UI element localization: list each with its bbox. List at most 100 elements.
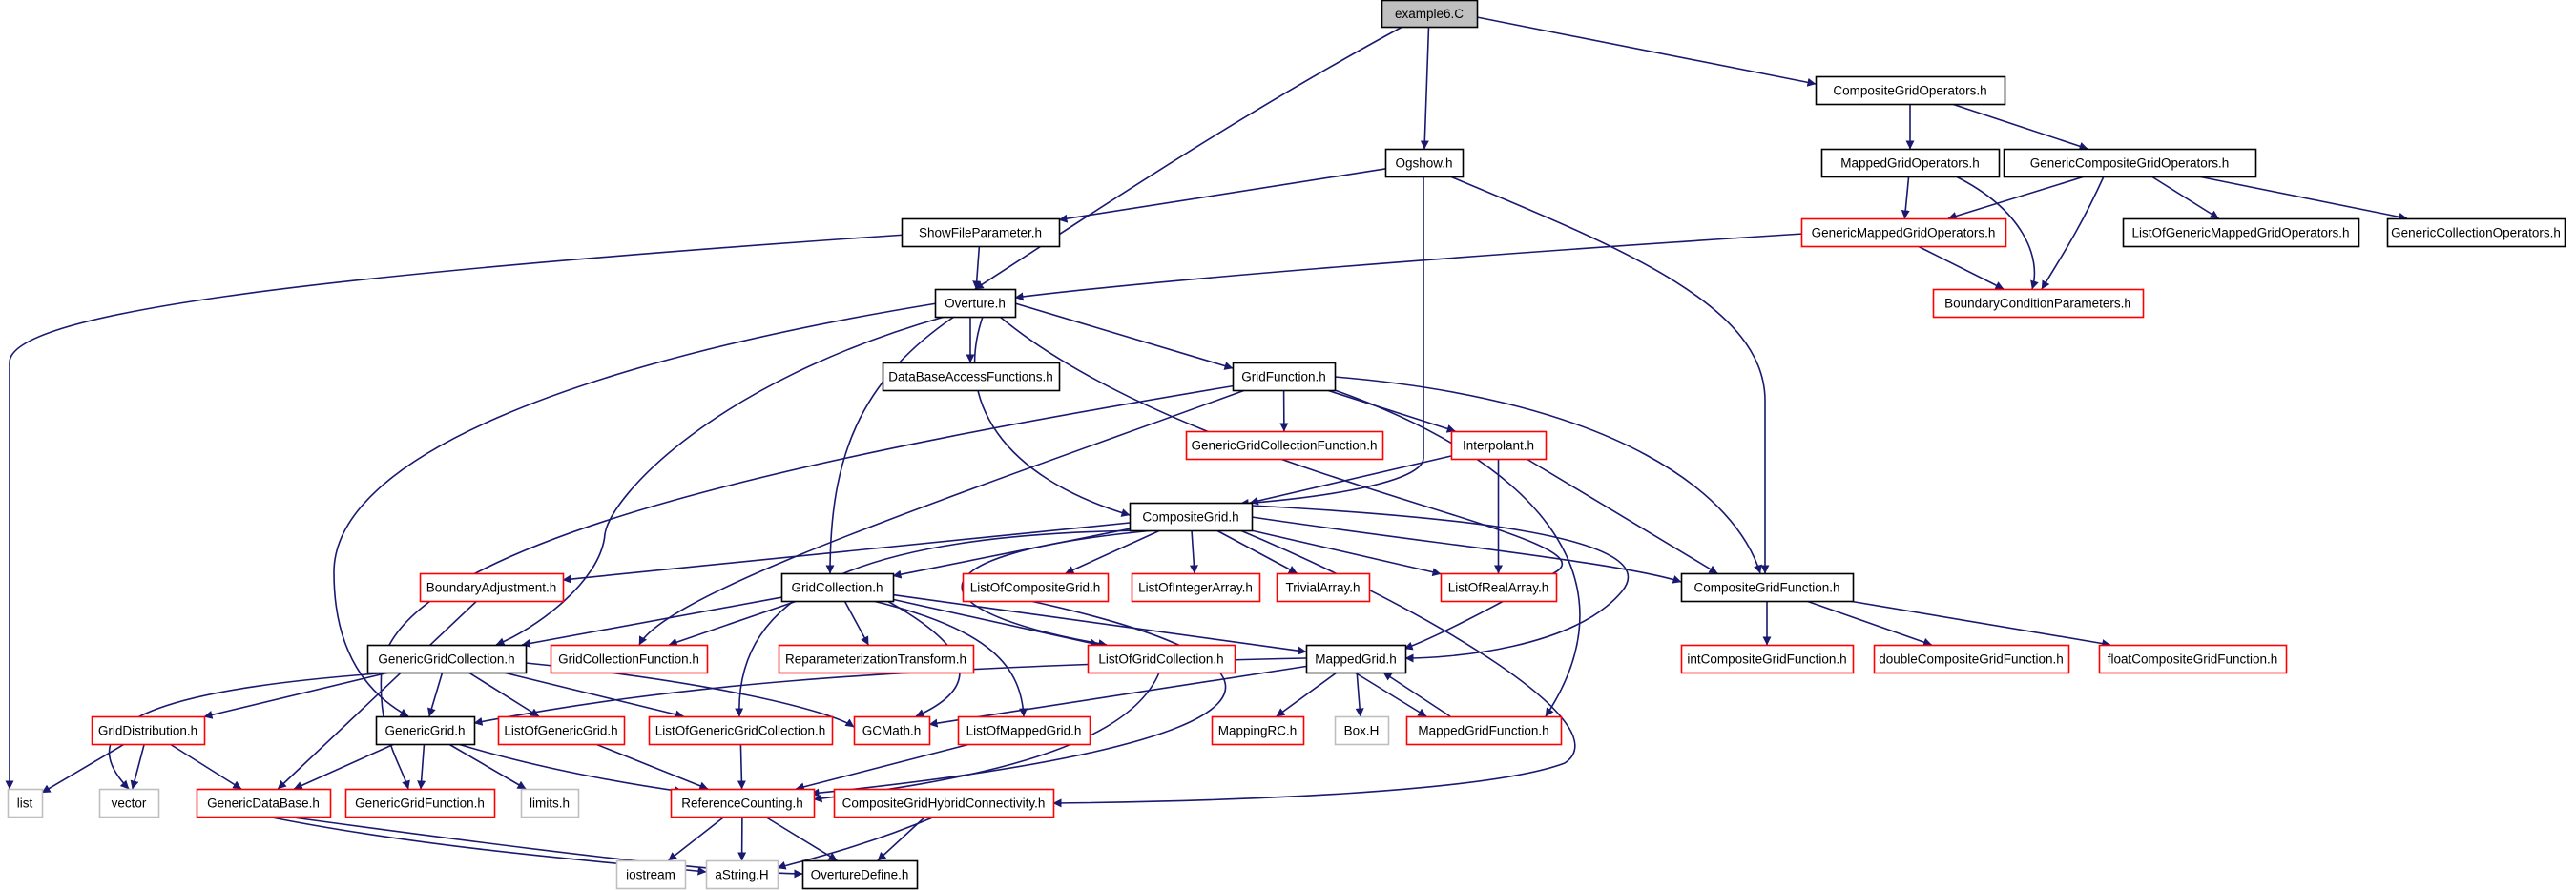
edge-composite-grid-operators-to-generic-composite-grid-operators <box>1951 103 2088 151</box>
edge-line <box>130 743 145 790</box>
edge-mapped-grid-to-mapping-rc <box>1276 672 1338 717</box>
edge-mapped-grid-operators-to-boundary-condition-parameters <box>1955 176 2039 290</box>
edge-show-file-parameter-to-overture <box>972 245 982 290</box>
node-double-composite-grid-function[interactable]: doubleCompositeGridFunction.h <box>1873 644 2070 674</box>
node-list[interactable]: list <box>7 788 44 818</box>
node-list-of-real-array[interactable]: ListOfRealArray.h <box>1440 572 1558 603</box>
node-box <box>1820 148 2001 178</box>
node-list-of-composite-grid[interactable]: ListOfCompositeGrid.h <box>962 572 1110 603</box>
edge-line <box>825 316 955 574</box>
node-interpolant[interactable]: Interpolant.h <box>1450 430 1548 461</box>
node-boundary-condition-parameters[interactable]: BoundaryConditionParameters.h <box>1932 288 2145 319</box>
node-generic-composite-grid-operators[interactable]: GenericCompositeGridOperators.h <box>2003 148 2257 178</box>
node-composite-grid-hybrid-connectivity[interactable]: CompositeGridHybridConnectivity.h <box>833 788 1055 818</box>
node-list-of-generic-grid[interactable]: ListOfGenericGrid.h <box>497 715 626 746</box>
node-label: GenericCollectionOperators.h <box>2391 226 2561 240</box>
node-label: BoundaryConditionParameters.h <box>1944 297 2131 311</box>
node-ogshow[interactable]: Ogshow.h <box>1384 148 1465 178</box>
edge-line <box>1189 529 1198 574</box>
node-grid-collection[interactable]: GridCollection.h <box>780 572 895 603</box>
node-mapped-grid[interactable]: MappedGrid.h <box>1305 644 1407 674</box>
node-list-of-generic-mapped-grid-operators[interactable]: ListOfGenericMappedGridOperators.h <box>2122 217 2360 248</box>
node-generic-grid-function[interactable]: GenericGridFunction.h <box>344 788 496 818</box>
node-trivial-array[interactable]: TrivialArray.h <box>1276 572 1371 603</box>
node-list-of-integer-array[interactable]: ListOfIntegerArray.h <box>1131 572 1261 603</box>
node-label: TrivialArray.h <box>1285 581 1360 595</box>
node-overture-define[interactable]: OvertureDefine.h <box>801 859 919 890</box>
node-label: ShowFileParameter.h <box>919 226 1042 240</box>
node-limits[interactable]: limits.h <box>520 788 580 818</box>
node-generic-data-base[interactable]: GenericDataBase.h <box>196 788 332 818</box>
node-gcmath[interactable]: GCMath.h <box>853 715 931 746</box>
node-mapping-rc[interactable]: MappingRC.h <box>1211 715 1305 746</box>
edge-line <box>928 665 1307 728</box>
edge-line <box>1058 168 1386 223</box>
edge-line <box>457 743 684 796</box>
edge-line <box>974 26 1403 290</box>
edge-line <box>5 234 907 790</box>
edge-overture-to-mapped-grid <box>999 316 1564 651</box>
node-box <box>1800 217 2007 248</box>
node-float-composite-grid-function[interactable]: floatCompositeGridFunction.h <box>2098 644 2288 674</box>
edge-generic-grid-collection-to-list-of-generic-grid-collection <box>503 672 684 719</box>
node-data-base-access-functions[interactable]: DataBaseAccessFunctions.h <box>882 362 1061 392</box>
node-generic-grid-collection-function[interactable]: GenericGridCollectionFunction.h <box>1185 430 1384 461</box>
node-box <box>1334 715 1390 746</box>
node-composite-grid-function[interactable]: CompositeGridFunction.h <box>1680 572 1855 603</box>
node-show-file-parameter[interactable]: ShowFileParameter.h <box>901 217 1061 248</box>
node-reference-counting[interactable]: ReferenceCounting.h <box>670 788 816 818</box>
edge-generic-grid-collection-to-list-of-generic-grid <box>467 672 540 717</box>
node-composite-grid-operators[interactable]: CompositeGridOperators.h <box>1815 75 2006 106</box>
node-boundary-adjustment[interactable]: BoundaryAdjustment.h <box>419 572 565 603</box>
edge-line <box>1276 672 1338 717</box>
edge-composite-grid-to-composite-grid-hybrid-connectivity <box>1052 529 1576 808</box>
edge-line <box>999 316 1564 651</box>
node-grid-collection-function[interactable]: GridCollectionFunction.h <box>550 644 709 674</box>
node-a-string-h[interactable]: aString.H <box>705 859 779 890</box>
node-label: GenericMappedGridOperators.h <box>1812 226 1996 240</box>
edge-line <box>737 743 746 790</box>
node-overture[interactable]: Overture.h <box>934 288 1017 319</box>
node-box <box>901 217 1061 248</box>
node-box <box>196 788 332 818</box>
node-label: example6.C <box>1395 7 1464 21</box>
node-box <box>2003 148 2257 178</box>
edge-line <box>1947 176 2086 220</box>
node-box <box>375 715 476 746</box>
node-box <box>957 715 1091 746</box>
node-grid-function[interactable]: GridFunction.h <box>1232 362 1337 392</box>
edge-line <box>1065 529 1161 574</box>
node-list-of-mapped-grid[interactable]: ListOfMappedGrid.h <box>957 715 1091 746</box>
node-generic-mapped-grid-operators[interactable]: GenericMappedGridOperators.h <box>1800 217 2007 248</box>
node-int-composite-grid-function[interactable]: intCompositeGridFunction.h <box>1680 644 1855 674</box>
node-label: CompositeGrid.h <box>1142 510 1238 525</box>
node-iostream[interactable]: iostream <box>615 859 687 890</box>
node-reparameterization-transform[interactable]: ReparameterizationTransform.h <box>778 644 975 674</box>
edge-overture-to-grid-function <box>1014 302 1234 370</box>
node-label: ReferenceCounting.h <box>681 797 803 811</box>
node-list-of-grid-collection[interactable]: ListOfGridCollection.h <box>1087 644 1236 674</box>
edge-reference-counting-to-iostream <box>668 816 725 861</box>
node-generic-collection-operators[interactable]: GenericCollectionOperators.h <box>2386 217 2566 248</box>
node-list-of-generic-grid-collection[interactable]: ListOfGenericGridCollection.h <box>648 715 834 746</box>
edge-line <box>427 672 444 717</box>
node-label: iostream <box>626 868 675 882</box>
node-box-h[interactable]: Box.H <box>1334 715 1390 746</box>
node-generic-grid-collection[interactable]: GenericGridCollection.h <box>366 644 528 674</box>
node-label: ListOfIntegerArray.h <box>1138 581 1253 595</box>
node-example6[interactable]: example6.C <box>1381 0 1479 29</box>
node-generic-grid[interactable]: GenericGrid.h <box>375 715 476 746</box>
node-composite-grid[interactable]: CompositeGrid.h <box>1129 502 1254 532</box>
edge-line <box>872 600 1028 717</box>
node-box <box>497 715 626 746</box>
edge-ogshow-to-show-file-parameter <box>1058 168 1386 223</box>
edge-generic-mapped-grid-operators-to-boundary-condition-parameters <box>1917 245 2005 290</box>
edge-line <box>735 529 1146 717</box>
node-box <box>1276 572 1371 603</box>
node-grid-distribution[interactable]: GridDistribution.h <box>91 715 206 746</box>
node-mapped-grid-function[interactable]: MappedGridFunction.h <box>1405 715 1563 746</box>
node-vector[interactable]: vector <box>98 788 160 818</box>
node-mapped-grid-operators[interactable]: MappedGridOperators.h <box>1820 148 2001 178</box>
node-label: CompositeGridOperators.h <box>1833 84 1986 98</box>
edge-line <box>877 816 926 861</box>
